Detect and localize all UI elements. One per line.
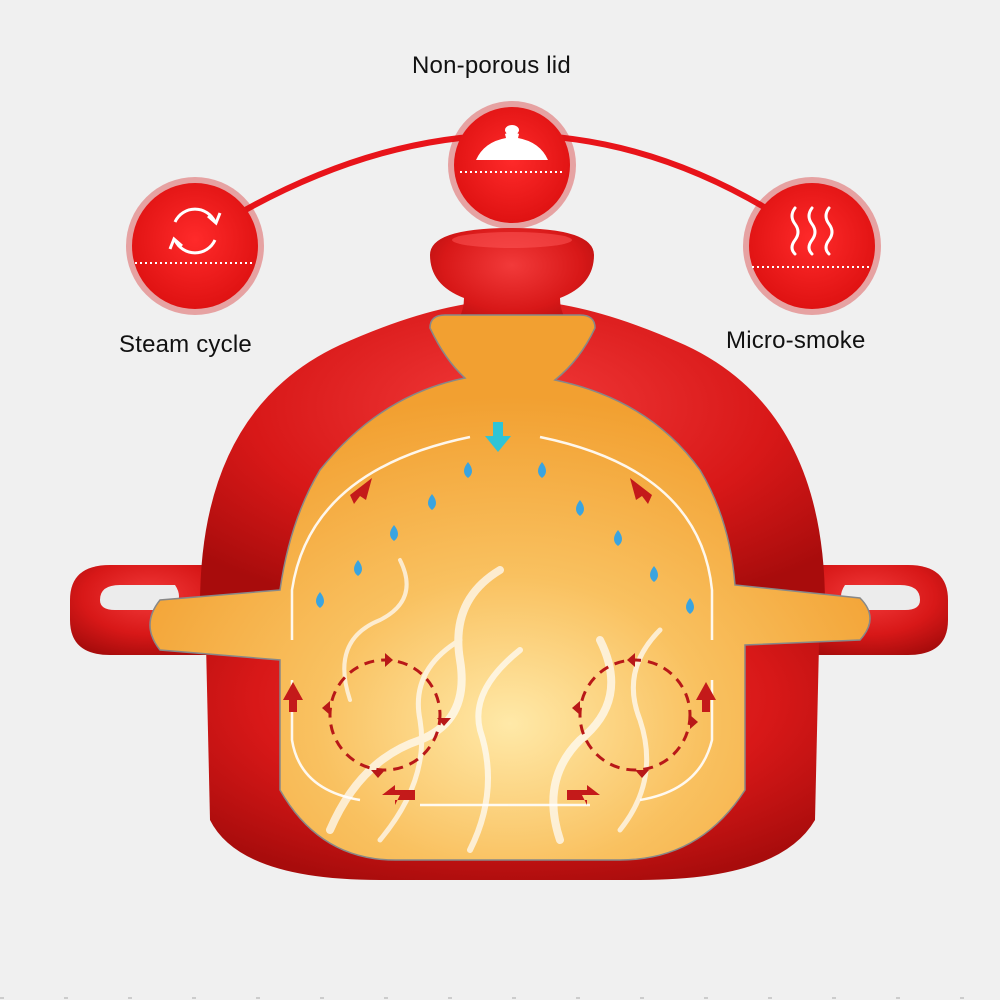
left-convection-loop xyxy=(322,653,451,778)
steam-badge xyxy=(126,177,264,315)
micro-smoke-label: Micro-smoke xyxy=(726,327,866,354)
lid-label: Non-porous lid xyxy=(412,52,571,79)
tagine-lid-icon xyxy=(476,125,548,160)
heat-flow-arrows xyxy=(283,478,716,805)
flow-guide xyxy=(290,435,714,807)
smoke-badge xyxy=(743,177,881,315)
water-droplets xyxy=(316,462,694,614)
right-convection-loop xyxy=(572,653,698,778)
lid-badge xyxy=(448,101,576,229)
wavy-lines-icon xyxy=(790,206,834,256)
steam-cycle-label: Steam cycle xyxy=(119,331,252,358)
cycle-arrows-icon xyxy=(168,207,222,255)
lid-knob xyxy=(430,228,594,335)
condensation-arrow xyxy=(485,422,511,452)
